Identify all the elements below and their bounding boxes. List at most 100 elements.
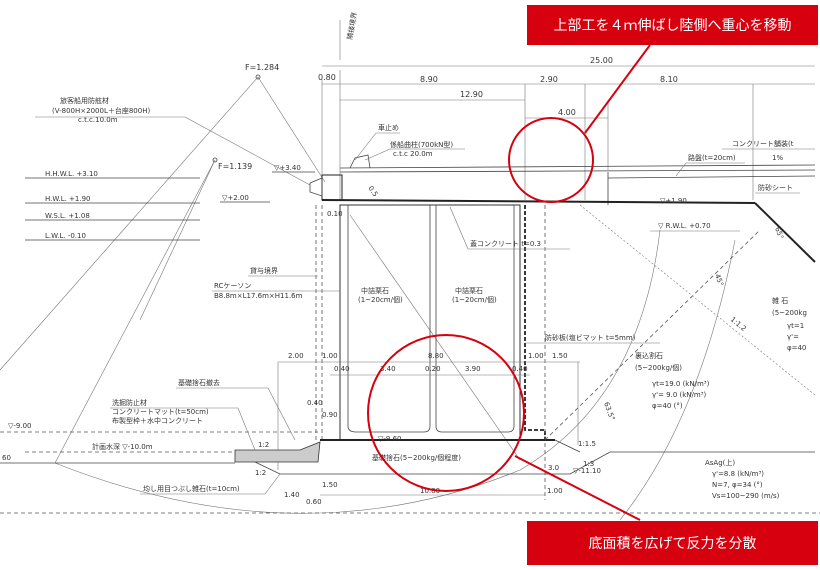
svg-text:0.80: 0.80 <box>318 73 336 82</box>
superstructure: 0.5 0.10 車止め 係船曲柱(700kN型) c.t.c 20.0m コン… <box>309 123 816 263</box>
svg-text:1:2: 1:2 <box>255 469 266 477</box>
svg-text:1:1.5: 1:1.5 <box>578 440 596 448</box>
svg-text:γt=19.0 (kN/m³): γt=19.0 (kN/m³) <box>652 380 710 388</box>
highlight-circle-top <box>508 117 594 203</box>
svg-text:3.40: 3.40 <box>380 365 396 373</box>
svg-text:▽ R.W.L. +0.70: ▽ R.W.L. +0.70 <box>658 222 711 230</box>
svg-text:▽-11.10: ▽-11.10 <box>573 467 601 475</box>
safety-factor-1: F=1.284 <box>245 63 279 72</box>
svg-text:12.90: 12.90 <box>460 90 483 99</box>
svg-text:2.90: 2.90 <box>540 75 558 84</box>
leader-line-top <box>584 44 651 134</box>
svg-text:均し用目つぶし雑石(t=10cm): 均し用目つぶし雑石(t=10cm) <box>143 484 240 493</box>
svg-text:1%: 1% <box>772 154 783 162</box>
svg-text:0.20: 0.20 <box>425 365 441 373</box>
callout-bottom: 底面積を広げて反力を分散 <box>527 521 818 565</box>
svg-text:係船曲柱(700kN型): 係船曲柱(700kN型) <box>390 140 453 149</box>
svg-text:8.80: 8.80 <box>428 352 444 360</box>
svg-text:1.00: 1.00 <box>528 352 544 360</box>
svg-text:(5~200kg: (5~200kg <box>772 309 807 317</box>
svg-text:0.10: 0.10 <box>327 210 343 218</box>
svg-text:L.W.L. -0.10: L.W.L. -0.10 <box>45 232 86 240</box>
svg-text:▽-9.60: ▽-9.60 <box>378 435 402 443</box>
svg-text:H.H.W.L. +3.10: H.H.W.L. +3.10 <box>45 170 98 178</box>
svg-text:45°: 45° <box>713 273 725 287</box>
svg-text:(V-800H×2000L＋台座800H): (V-800H×2000L＋台座800H) <box>52 106 150 115</box>
svg-text:0.5: 0.5 <box>366 185 379 199</box>
svg-text:1:2: 1:2 <box>258 441 269 449</box>
svg-text:63.5°: 63.5° <box>602 401 616 422</box>
svg-text:コンクリート舗装(t: コンクリート舗装(t <box>732 139 794 148</box>
svg-text:c.t.c.10.0m: c.t.c.10.0m <box>78 116 118 124</box>
lower-dimensions: 2.00 1.00 8.80 1.00 1.50 0.40 3.40 0.20 … <box>277 352 580 506</box>
svg-text:φ=40 (°): φ=40 (°) <box>652 402 683 410</box>
svg-text:中詰栗石: 中詰栗石 <box>361 286 389 295</box>
water-levels: H.H.W.L. +3.10 H.W.L. +1.90 W.S.L. +1.08… <box>25 164 315 241</box>
boundary-label: 隣接境界 <box>345 11 359 40</box>
svg-text:1:3: 1:3 <box>583 460 594 468</box>
svg-text:0.90: 0.90 <box>322 411 338 419</box>
svg-text:車止め: 車止め <box>378 123 399 132</box>
svg-text:φ=40: φ=40 <box>787 344 806 352</box>
svg-text:1.00: 1.00 <box>322 352 338 360</box>
svg-text:H.W.L. +1.90: H.W.L. +1.90 <box>45 195 91 203</box>
svg-text:3.0: 3.0 <box>548 464 559 472</box>
svg-text:c.t.c 20.0m: c.t.c 20.0m <box>393 150 433 158</box>
svg-text:65°: 65° <box>773 226 785 240</box>
svg-text:25.00: 25.00 <box>590 56 613 65</box>
backfill-zone: 1:1.2 45° 63.5° 65° 裏込割石 (5~200kg/個) γt=… <box>544 204 816 500</box>
leader-line-bottom <box>514 455 641 521</box>
svg-text:AsAg(上): AsAg(上) <box>705 458 735 467</box>
top-dimensions: 25.00 0.80 8.90 2.90 8.10 12.90 4.00 <box>318 56 815 200</box>
fender-label: 旅客船用防舷材 (V-800H×2000L＋台座800H) c.t.c.10.0… <box>35 96 311 186</box>
svg-text:▽+1.90: ▽+1.90 <box>660 197 687 205</box>
svg-text:0.40: 0.40 <box>307 399 323 407</box>
svg-text:N=7, φ=34 (°): N=7, φ=34 (°) <box>712 481 763 489</box>
svg-text:0.60: 0.60 <box>306 498 322 506</box>
svg-text:布製型枠＋水中コンクリート: 布製型枠＋水中コンクリート <box>112 416 203 425</box>
svg-text:貸与境界: 貸与境界 <box>250 266 278 275</box>
svg-text:雑 石: 雑 石 <box>772 296 788 305</box>
svg-text:W.S.L. +1.08: W.S.L. +1.08 <box>45 212 90 220</box>
svg-text:中詰栗石: 中詰栗石 <box>455 286 483 295</box>
svg-text:1.40: 1.40 <box>284 491 300 499</box>
rc-caisson: 中詰栗石 (1~20cm/個) 中詰栗石 (1~20cm/個) 蓋コンクリート … <box>212 204 660 500</box>
svg-text:防砂板(塩ビマット t=5mm): 防砂板(塩ビマット t=5mm) <box>545 333 636 342</box>
svg-text:10.80: 10.80 <box>420 487 440 495</box>
svg-text:路盤(t=20cm): 路盤(t=20cm) <box>688 153 736 162</box>
svg-text:1.00: 1.00 <box>547 487 563 495</box>
svg-text:γ'=: γ'= <box>787 333 799 341</box>
svg-text:0.40: 0.40 <box>334 365 350 373</box>
svg-text:(1~20cm/個): (1~20cm/個) <box>452 295 497 304</box>
svg-text:0.40: 0.40 <box>512 365 528 373</box>
svg-text:(1~20cm/個): (1~20cm/個) <box>358 295 403 304</box>
svg-text:1:1.2: 1:1.2 <box>729 315 748 333</box>
highlight-annotations <box>367 44 651 521</box>
svg-text:4.00: 4.00 <box>558 108 576 117</box>
svg-text:基礎捨石(5~200kg/個程度): 基礎捨石(5~200kg/個程度) <box>372 453 461 462</box>
svg-text:2.00: 2.00 <box>288 352 304 360</box>
svg-text:8.10: 8.10 <box>660 75 678 84</box>
svg-text:裏込割石: 裏込割石 <box>635 351 663 360</box>
highlight-circle-bottom <box>367 334 525 492</box>
svg-text:Vs=100~290 (m/s): Vs=100~290 (m/s) <box>712 492 780 500</box>
svg-text:γt=1: γt=1 <box>787 322 804 330</box>
svg-text:洗掘防止材: 洗掘防止材 <box>112 398 147 407</box>
svg-text:60: 60 <box>2 454 11 462</box>
svg-text:1.50: 1.50 <box>322 481 338 489</box>
svg-text:γ'= 9.0 (kN/m³): γ'= 9.0 (kN/m³) <box>652 391 707 399</box>
callout-top: 上部工を４ｍ伸ばし陸側へ重心を移動 <box>527 5 818 45</box>
svg-text:蓋コンクリート t=0.3: 蓋コンクリート t=0.3 <box>470 239 541 248</box>
rubble-mound: ▽-9.00 計画水深 ▽-10.0m 60 ▽-9.60 基礎捨石(5~200… <box>0 378 820 514</box>
svg-text:▽+3.40: ▽+3.40 <box>274 164 301 172</box>
svg-text:旅客船用防舷材: 旅客船用防舷材 <box>60 96 109 105</box>
svg-text:計画水深 ▽-10.0m: 計画水深 ▽-10.0m <box>92 442 153 451</box>
svg-text:コンクリートマット(t=50cm): コンクリートマット(t=50cm) <box>112 408 209 416</box>
svg-text:防砂シート: 防砂シート <box>758 183 793 192</box>
svg-text:基礎捨石撤去: 基礎捨石撤去 <box>178 378 220 387</box>
svg-text:▽+2.00: ▽+2.00 <box>222 194 249 202</box>
slip-circle-lines: F=1.284 F=1.139 <box>0 63 736 521</box>
svg-text:γ'=8.8 (kN/m³): γ'=8.8 (kN/m³) <box>712 470 764 478</box>
svg-text:B8.8m×L17.6m×H11.6m: B8.8m×L17.6m×H11.6m <box>214 292 303 300</box>
safety-factor-2: F=1.139 <box>218 162 252 171</box>
